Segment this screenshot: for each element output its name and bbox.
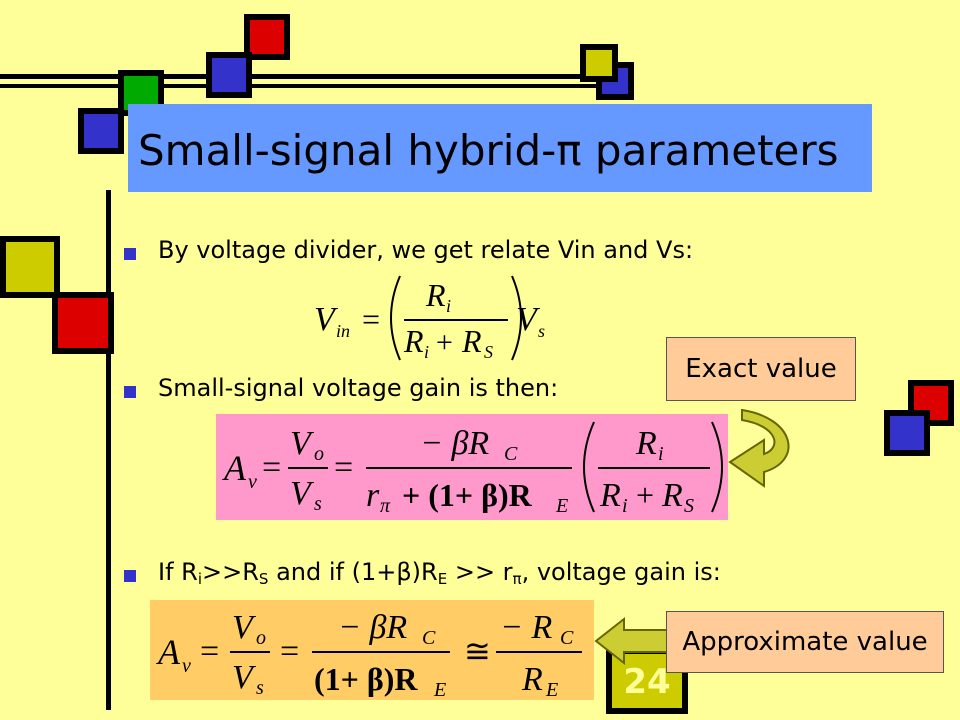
eq3-approx: ≅ (464, 633, 491, 669)
title-banner (128, 104, 872, 192)
bullet-text-3: If Ri>>RS and if (1+β)RE >> rπ, voltage … (158, 558, 721, 588)
curved-arrow-icon (728, 408, 790, 488)
eq2-num1: − βR (420, 425, 489, 462)
eq2-den2-plus: + (636, 477, 654, 513)
eq3-den1-sub: E (433, 679, 446, 700)
eq3-den1: (1+ β)R (314, 661, 418, 697)
eq2-a: A (222, 448, 247, 488)
eq2-den2-b: R (661, 477, 683, 514)
eq1-paren-left (390, 275, 401, 361)
eq1-rhs-sub: s (538, 321, 545, 341)
eq2-den1-rest: + (1+ β)R (402, 477, 533, 513)
eq2-a-sub: v (248, 471, 257, 493)
eq2-paren-left (583, 421, 595, 513)
eq3-eq2: = (280, 633, 299, 670)
eq2-vs-sub: s (314, 493, 322, 515)
eq3-den2: R (521, 661, 543, 698)
eq2-den2-b-sub: S (684, 495, 694, 517)
eq1-den-a: R (403, 323, 424, 359)
eq2-num2-sub: i (658, 443, 664, 465)
b3-sub-2: S (258, 570, 269, 588)
bullet-marker-1 (124, 248, 136, 260)
eq3-num1: − βR (338, 609, 407, 646)
b3-part-2: >>R (202, 558, 259, 586)
decor-line-vertical (106, 190, 111, 710)
eq3-vo-sub: o (256, 627, 266, 649)
bullet-text-1: By voltage divider, we get relate Vin an… (158, 236, 694, 264)
eq1-den-b: R (461, 323, 482, 359)
callout-exact-value: Exact value (666, 337, 856, 401)
eq1-lhs-sub: in (336, 321, 350, 341)
decor-line-top-2 (0, 84, 620, 88)
eq2-num2: R (635, 425, 657, 462)
eq2-vo-sub: o (314, 443, 324, 465)
eq3-num2: − R (500, 609, 552, 646)
eq1-den-a-sub: i (424, 342, 429, 362)
b3-part-3: and if (1+β)R (268, 558, 438, 586)
eq3-den2-sub: E (545, 679, 558, 700)
eq2-den1-rest-sub: E (555, 495, 568, 517)
b3-sub-3: E (437, 570, 448, 588)
eq2-num1-sub: C (504, 443, 518, 465)
eq3-num2-sub: C (560, 627, 574, 649)
eq2-den1-r-sub: π (380, 495, 391, 517)
eq3-box (150, 600, 594, 700)
eq2-eq2: = (334, 449, 353, 486)
bullet-text-2: Small-signal voltage gain is then: (158, 374, 559, 402)
eq1-den-plus: + (436, 326, 453, 359)
decor-line-top-1 (0, 74, 620, 79)
equation-approx-gain: A v = V o V s = − βR C (1+ β)R E ≅ − R C… (150, 600, 594, 700)
b3-part-4: >> r (447, 558, 513, 586)
bullet-marker-2 (124, 386, 136, 398)
bullet-marker-3 (124, 570, 136, 582)
equation-vin: V in = R i R i + R S V s (314, 275, 545, 362)
page-title: Small-signal hybrid-π parameters (138, 126, 839, 175)
eq1-equals: = (362, 301, 380, 337)
b3-sub-4: π (512, 570, 522, 588)
eq3-num1-sub: C (422, 627, 436, 649)
eq1-num-sub: i (446, 296, 451, 316)
eq3-a: A (156, 632, 181, 672)
eq3-eq1: = (200, 633, 219, 670)
equation-exact-gain: A v = V o V s = − βR C r π + (1+ β)R E R… (216, 414, 728, 520)
eq3-vs-sub: s (256, 677, 264, 699)
eq3-a-sub: v (182, 655, 191, 677)
decor-square-olive-left (0, 236, 60, 298)
eq2-den2-a: R (599, 477, 621, 514)
decor-square-blue-left (78, 108, 124, 154)
decor-square-red-left (52, 292, 114, 354)
b3-sub-1: i (197, 570, 203, 588)
eq1-paren-right (511, 275, 522, 361)
decor-square-blue-top (206, 52, 252, 98)
eq2-eq1: = (262, 449, 281, 486)
decor-square-blue-right (884, 410, 930, 456)
b3-part-5: , voltage gain is: (521, 558, 721, 586)
eq1-num: R (425, 277, 446, 313)
eq1-den-b-sub: S (484, 342, 493, 362)
eq2-den1-r: r (366, 477, 380, 514)
eq2-paren-right (711, 421, 723, 513)
b3-part-1: If R (158, 558, 198, 586)
decor-square-olive-right-top (580, 44, 618, 82)
callout-approximate-value: Approximate value (666, 611, 944, 673)
eq2-den2-a-sub: i (622, 495, 628, 517)
